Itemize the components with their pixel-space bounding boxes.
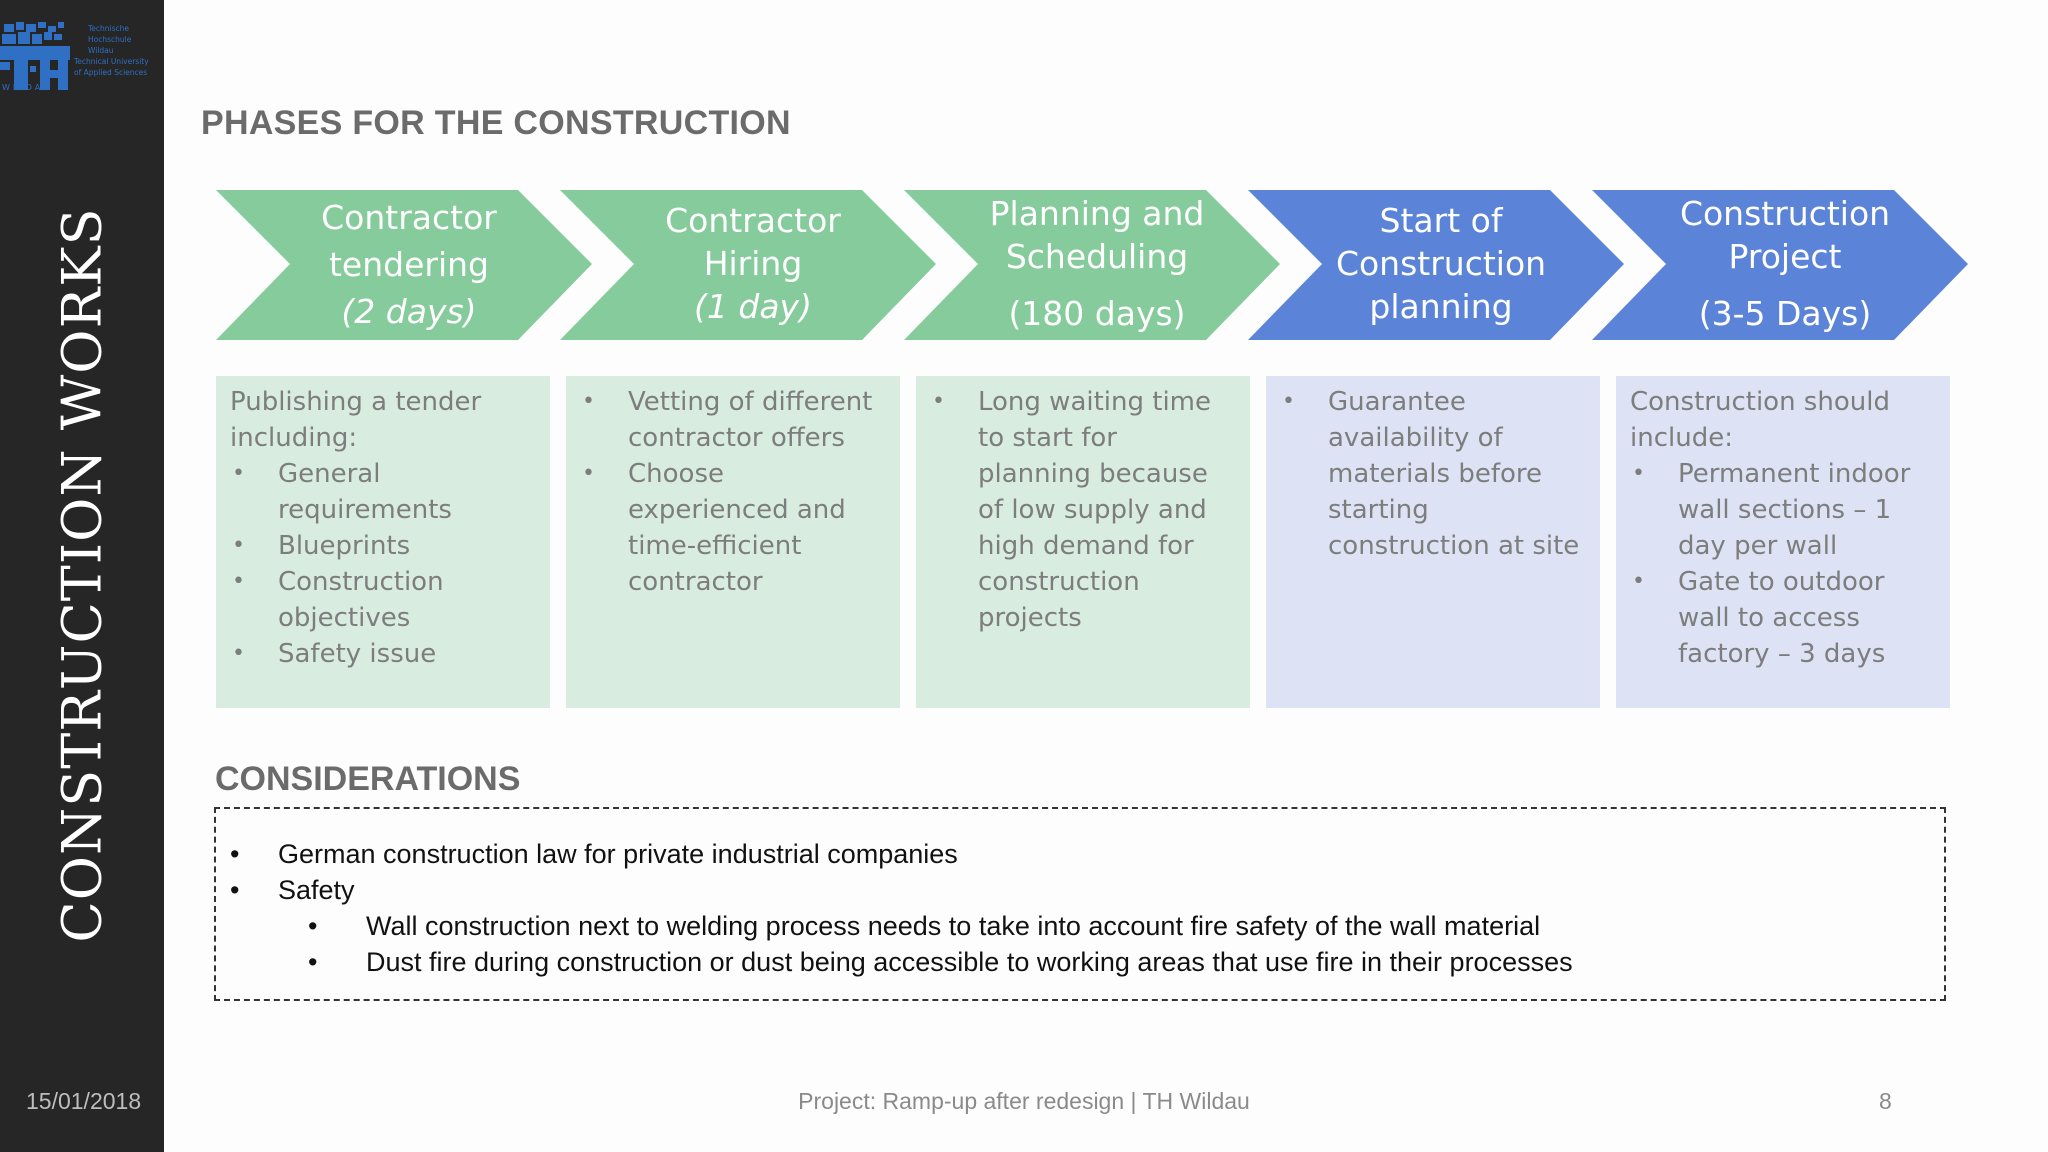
detail-bullet: Construction objectives (230, 564, 536, 636)
vertical-section-title: CONSTRUCTION WORKS (50, 207, 114, 943)
phase-label-1: Contractor tendering (2 days) (321, 198, 497, 331)
detail-bullet: General requirements (230, 456, 536, 528)
considerations-box: •German construction law for private ind… (214, 807, 1946, 1001)
consideration-item: •German construction law for private ind… (230, 839, 958, 869)
detail-bullet: Choose experienced and time-efficient co… (580, 456, 886, 600)
bullet-dot: • (230, 875, 240, 905)
detail-bullet: Long waiting time to start for planning … (930, 384, 1236, 636)
phase-detail-3: Long waiting time to start for planning … (916, 376, 1250, 708)
svg-text:of Applied Sciences: of Applied Sciences (74, 68, 147, 77)
bullet-dot: • (230, 839, 240, 869)
page-title: PHASES FOR THE CONSTRUCTION (201, 104, 791, 142)
svg-text:Technical University: Technical University (73, 57, 149, 66)
th-wildau-logo: Technische Hochschule Wildau Technical U… (0, 22, 149, 92)
detail-bullet: Gate to outdoor wall to access factory –… (1630, 564, 1936, 672)
slide-date: 15/01/2018 (26, 1088, 142, 1114)
svg-text:Hochschule: Hochschule (88, 35, 132, 44)
phase-detail-4: Guarantee availability of materials befo… (1266, 376, 1600, 708)
detail-intro: Construction should include: (1630, 387, 1890, 453)
footer-project-text: Project: Ramp-up after redesign | TH Wil… (798, 1088, 1250, 1114)
detail-bullet: Blueprints (230, 528, 536, 564)
phase-label-2: Contractor Hiring (1 day) (665, 201, 841, 326)
page-number: 8 (1879, 1088, 1892, 1114)
sidebar: Technische Hochschule Wildau Technical U… (0, 0, 164, 1152)
consideration-subitem: •Wall construction next to welding proce… (308, 911, 1541, 941)
phase-detail-2: Vetting of different contractor offers C… (566, 376, 900, 708)
bullet-dot: • (308, 947, 318, 977)
bullet-dot: • (308, 911, 318, 941)
consideration-item: •Safety (230, 875, 355, 905)
phase-detail-5: Construction should include: Permanent i… (1616, 376, 1950, 708)
svg-text:Wildau: Wildau (88, 46, 114, 55)
detail-bullet: Guarantee availability of materials befo… (1280, 384, 1586, 564)
phase-detail-1: Publishing a tender including: General r… (216, 376, 550, 708)
consideration-subitem: •Dust fire during construction or dust b… (308, 947, 1573, 977)
phase-label-3: Planning and Scheduling (180 days) (989, 194, 1205, 333)
detail-intro: Publishing a tender including: (230, 387, 482, 453)
phase-label-5: Construction Project (3-5 Days) (1679, 194, 1891, 333)
detail-bullet: Safety issue (230, 636, 536, 672)
detail-bullet: Permanent indoor wall sections – 1 day p… (1630, 456, 1936, 564)
phase-label-4: Start of Construction planning (1335, 201, 1547, 326)
detail-bullet: Vetting of different contractor offers (580, 384, 886, 456)
svg-text:WILDAU: WILDAU (2, 83, 52, 92)
considerations-heading: CONSIDERATIONS (215, 760, 521, 798)
logo-text-line: Technische (87, 24, 129, 33)
